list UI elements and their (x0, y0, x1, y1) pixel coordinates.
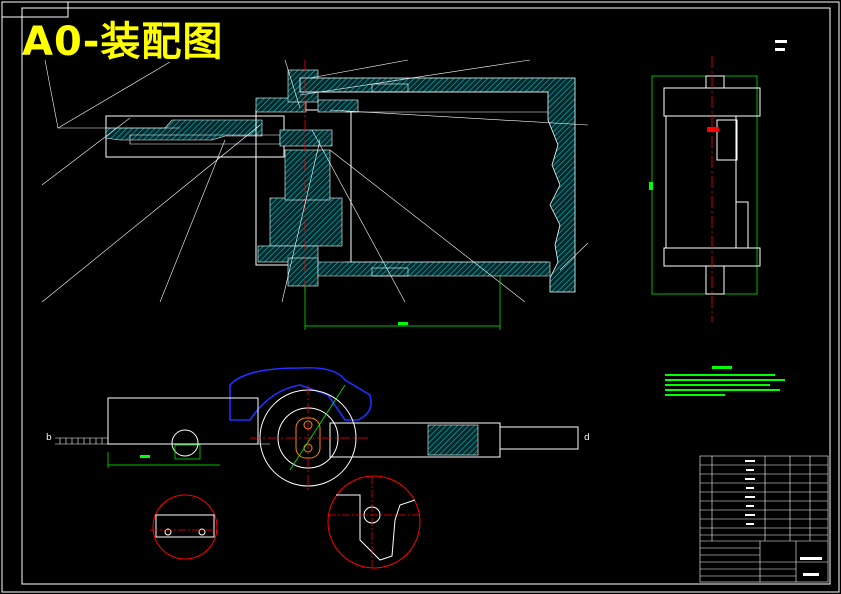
title-block-fills (745, 460, 822, 576)
bottom-view (55, 366, 579, 490)
detail-view-right (327, 475, 421, 569)
title-block (699, 455, 829, 583)
technical-notes (665, 366, 785, 396)
drawing-title: A0-装配图 (22, 19, 224, 65)
view-label-right: d (584, 433, 590, 443)
side-view (649, 40, 787, 322)
detail-view-left (150, 494, 220, 560)
view-label-left: b (46, 433, 52, 443)
main-section-view (41, 59, 589, 330)
